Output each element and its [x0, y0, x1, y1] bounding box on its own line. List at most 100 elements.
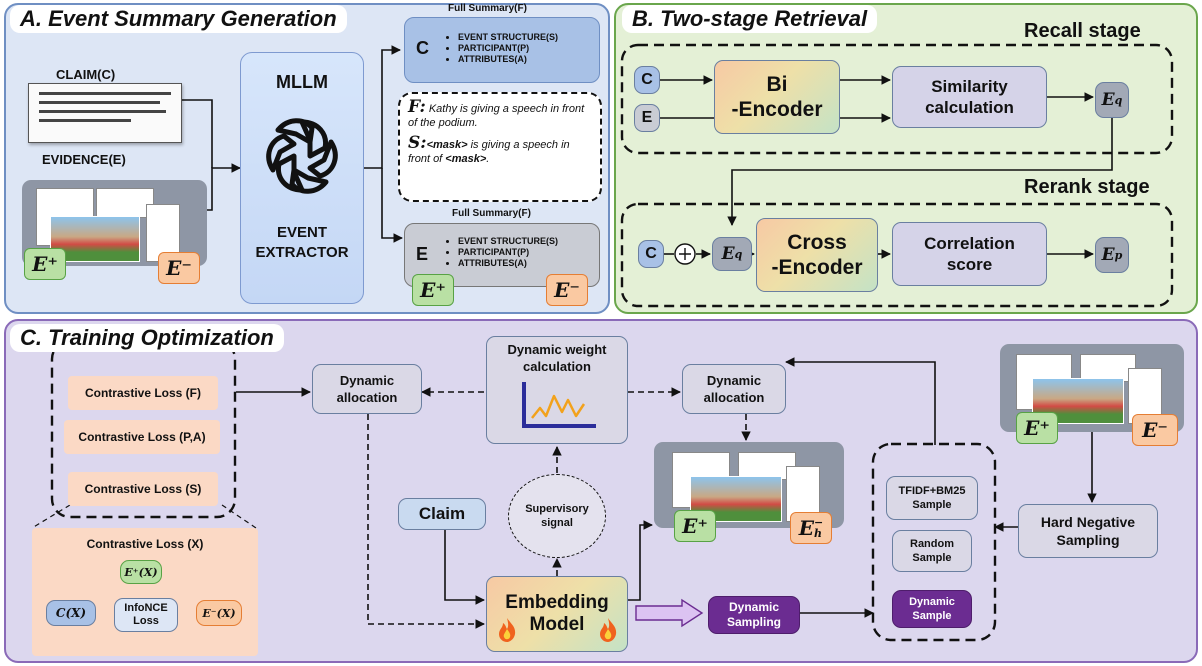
correlation-label-1: Correlation — [924, 234, 1015, 253]
panel-b-title: B. Two-stage Retrieval — [622, 5, 878, 33]
eq-rerank-sub: q — [734, 247, 743, 261]
bullet-attributes: ATTRIBUTES(A) — [458, 54, 558, 65]
f-text: Kathy is giving a speech in front of the… — [408, 103, 585, 129]
cross-encoder-box: Cross -Encoder — [756, 218, 878, 292]
eh-label: E — [798, 516, 815, 540]
training-eh-minus-badge: E−h — [790, 512, 832, 544]
recall-stage-frame — [620, 43, 1174, 155]
dynamic-sample: Dynamic Sample — [892, 590, 972, 628]
correlation-box: Correlation score — [892, 222, 1047, 286]
summary-e-letter: E — [416, 244, 429, 264]
eq-recall-sub: q — [1114, 93, 1123, 107]
evidence-label: EVIDENCE(E) — [42, 152, 126, 167]
dynamic-allocation-right: Dynamic allocation — [682, 364, 786, 414]
tfidf-bm25-sample: TFIDF+BM25 Sample — [886, 476, 978, 520]
structure-summary-example: S:<mask> is giving a speech in front of … — [408, 133, 592, 166]
summary-c-header: Full Summary(F) — [448, 3, 527, 14]
bullet-event-structure: EVENT STRUCTURE(S) — [458, 32, 558, 43]
similarity-box: Similarity calculation — [892, 66, 1047, 128]
arrow-samples-to-alloc — [785, 357, 936, 445]
tfidf-label-2: Sample — [912, 499, 952, 511]
supervisory-label-1: Supervisory — [525, 503, 589, 515]
panel-c-title: C. Training Optimization — [10, 324, 284, 352]
infonce-label-1: InfoNCE — [124, 602, 168, 614]
supervisory-signal: Supervisory signal — [508, 474, 606, 558]
ep-sub: p — [1114, 248, 1123, 262]
loss-s-box: Contrastive Loss (S) — [68, 472, 218, 506]
dynamic-allocation-left: Dynamic allocation — [312, 364, 422, 414]
dyn-sample-label-1: Dynamic — [909, 596, 955, 608]
hard-neg-label-2: Sampling — [1056, 532, 1120, 548]
dyn-alloc-left-label-1: Dynamic — [339, 373, 395, 388]
summary-c-bullets: EVENT STRUCTURE(S) PARTICIPANT(P) ATTRIB… — [440, 32, 558, 65]
s-text-2: . — [486, 153, 490, 165]
arrow-evidence-to-mllm — [207, 163, 241, 211]
infonce-box: InfoNCE Loss — [114, 598, 178, 632]
s-mask-2: <mask> — [445, 153, 487, 165]
eh-sub: h — [814, 527, 823, 540]
arrow-claim-to-mllm — [182, 99, 213, 168]
bi-encoder-label-2: -Encoder — [731, 98, 823, 121]
embedding-label-2: Model — [529, 614, 585, 635]
eq-recall-label: E — [1101, 90, 1115, 110]
mllm-title: MLLM — [276, 72, 328, 92]
dyn-alloc-left-label-2: allocation — [336, 390, 398, 405]
ex-plus-box: E⁺(X) — [120, 560, 162, 584]
loss-f-box: Contrastive Loss (F) — [68, 376, 218, 410]
full-summary-example: F: Kathy is giving a speech in front of … — [408, 99, 592, 130]
eq-rerank-label: E — [721, 244, 735, 264]
loss-x-title: Contrastive Loss (X) — [86, 537, 204, 551]
dyn-weight-label-1: Dynamic weight — [507, 342, 607, 357]
bullet-participant: PARTICIPANT(P) — [458, 43, 558, 54]
fire-icon — [600, 618, 617, 642]
sample-group-frame — [871, 442, 997, 642]
dynamic-sampling-box: Dynamic Sampling — [708, 596, 800, 634]
recall-evidence-box: E — [634, 104, 660, 132]
candidate-e-plus-badge: E⁺ — [1016, 412, 1058, 444]
bi-encoder-label-1: Bi — [766, 73, 788, 96]
panel-a-title: A. Event Summary Generation — [10, 5, 347, 33]
bullet-event-structure: EVENT STRUCTURE(S) — [458, 236, 558, 247]
s-text-1: is giving a speech in front of — [408, 139, 570, 165]
infonce-label-2: Loss — [133, 615, 159, 627]
random-label-2: Sample — [912, 552, 952, 564]
example-summary-box: F: Kathy is giving a speech in front of … — [398, 92, 602, 202]
dyn-alloc-right-label-1: Dynamic — [706, 373, 762, 388]
summary-e-bullets: EVENT STRUCTURE(S) PARTICIPANT(P) ATTRIB… — [440, 236, 558, 269]
cross-encoder-label-2: -Encoder — [771, 256, 863, 279]
bi-encoder-box: Bi -Encoder — [714, 60, 840, 134]
random-label-1: Random — [910, 538, 954, 550]
dynamic-sampling-label-2: Sampling — [726, 615, 781, 629]
cx-box: C(X) — [46, 600, 96, 626]
random-sample: Random Sample — [892, 530, 972, 572]
supervisory-label-2: signal — [541, 517, 573, 529]
stadium-image — [50, 216, 140, 262]
summary-e-minus-badge: E⁻ — [546, 274, 588, 306]
arrow-mllm-to-summaries — [363, 45, 401, 169]
tfidf-label-1: TFIDF+BM25 — [898, 485, 966, 497]
eh-sup: − — [814, 516, 824, 529]
embedding-label-1: Embedding — [505, 592, 609, 613]
candidate-e-minus-badge: E⁻ — [1132, 414, 1178, 446]
mllm-event-extractor — [240, 52, 364, 304]
cross-encoder-label-1: Cross — [787, 231, 847, 254]
rerank-claim-box: C — [638, 240, 664, 268]
dyn-alloc-right-label-2: allocation — [703, 390, 765, 405]
s-label: S: — [408, 133, 427, 153]
rerank-stage-frame — [620, 202, 1174, 308]
recall-stage-title: Recall stage — [1024, 20, 1141, 42]
s-mask-1: <mask> — [426, 139, 468, 151]
extractor-label-2: EXTRACTOR — [255, 244, 349, 261]
summary-e-plus-badge: E⁺ — [412, 274, 454, 306]
recall-claim-box: C — [634, 66, 660, 94]
claim-label: CLAIM(C) — [56, 67, 116, 82]
summary-e-header: Full Summary(F) — [452, 208, 531, 219]
extractor-label-1: EVENT — [276, 224, 327, 241]
bullet-participant: PARTICIPANT(P) — [458, 247, 558, 258]
ex-minus-box: E⁻(X) — [196, 600, 242, 626]
claim-box: Claim — [398, 498, 486, 530]
arrow-claim-to-embedding — [444, 528, 485, 605]
